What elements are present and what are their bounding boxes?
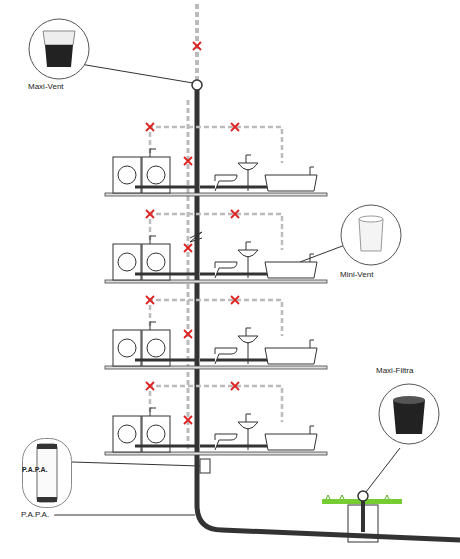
product-label: P.A.P.A.	[20, 510, 50, 519]
callout-shape	[28, 18, 90, 89]
product-name: Maxi-Filtra	[376, 366, 413, 375]
product-name: P.A.P.A.	[22, 466, 47, 473]
product-name: Maxi-Vent	[28, 82, 64, 91]
filter-callout: P.A.P.A.	[22, 438, 72, 508]
callout-shape	[340, 204, 402, 275]
callout-shape	[22, 438, 72, 508]
product-callout: Maxi-Filtra	[376, 366, 442, 454]
product-callout: Mini-Vent	[340, 204, 402, 275]
product-callout: Maxi-Vent	[28, 18, 90, 89]
product-name: Mini-Vent	[340, 270, 373, 279]
callout-shape	[376, 366, 442, 454]
